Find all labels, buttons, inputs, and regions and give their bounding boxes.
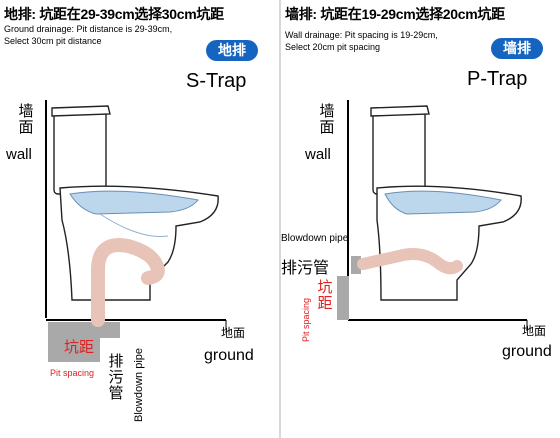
drain-pipe-opening — [100, 322, 120, 338]
blowdown-pipe-en-label: Blowdown pipe — [281, 233, 349, 244]
ground-en-label: ground — [502, 343, 552, 360]
wall-en-label: wall — [305, 146, 331, 163]
wall-cn-label: 墙面 — [319, 103, 335, 136]
panel-divider — [279, 0, 281, 438]
pit-spacing-en-label: Pit spacing — [50, 368, 95, 378]
drain-type-badge: 地排 — [206, 40, 258, 61]
panel-title: 墙排: 坑距在19-29cm选择20cm坑距 — [285, 6, 505, 22]
panel-subtitle-line2: Select 20cm pit spacing — [285, 42, 381, 52]
panel-subtitle-line1: Wall drainage: Pit spacing is 19-29cm, — [285, 30, 438, 40]
pit-spacing-block — [337, 276, 349, 320]
pit-spacing-block — [48, 322, 100, 362]
s-trap-drawing — [45, 100, 227, 362]
pit-spacing-en-label: Pit spacing — [301, 297, 311, 342]
s-trap-panel: 地排: 坑距在29-39cm选择30cm坑距 Ground drainage: … — [0, 0, 279, 438]
wall-pipe-opening — [351, 256, 361, 274]
panel-subtitle-line1: Ground drainage: Pit distance is 29-39cm… — [4, 24, 173, 34]
wall-en-label: wall — [6, 146, 32, 163]
trap-type-label: P-Trap — [467, 68, 528, 90]
p-trap-drawing — [337, 100, 528, 330]
s-trap-pipe — [91, 238, 165, 327]
pit-spacing-cn-label: 坑距 — [64, 339, 95, 356]
panel-subtitle-line2: Select 30cm pit distance — [4, 36, 102, 46]
p-trap-panel: 墙排: 坑距在19-29cm选择20cm坑距 Wall drainage: Pi… — [281, 0, 560, 438]
drain-type-badge: 墙排 — [491, 38, 543, 59]
panel-title: 地排: 坑距在29-39cm选择30cm坑距 — [4, 6, 224, 22]
blowdown-pipe-cn-label: 排污管 — [281, 260, 330, 277]
blowdown-pipe-en-label: Blowdown pipe — [133, 348, 145, 422]
pit-spacing-cn-label: 坑距 — [317, 279, 333, 312]
ground-cn-label: 地面 — [522, 324, 547, 338]
p-trap-toilet-icon — [370, 105, 522, 301]
trap-type-label: S-Trap — [186, 70, 247, 92]
s-trap-toilet-icon — [51, 105, 219, 301]
blowdown-pipe-cn-label: 排污管 — [108, 353, 124, 402]
p-trap-pipe — [357, 248, 463, 275]
wall-cn-label: 墙面 — [18, 103, 34, 136]
ground-en-label: ground — [204, 347, 254, 364]
ground-cn-label: 地面 — [221, 326, 246, 340]
